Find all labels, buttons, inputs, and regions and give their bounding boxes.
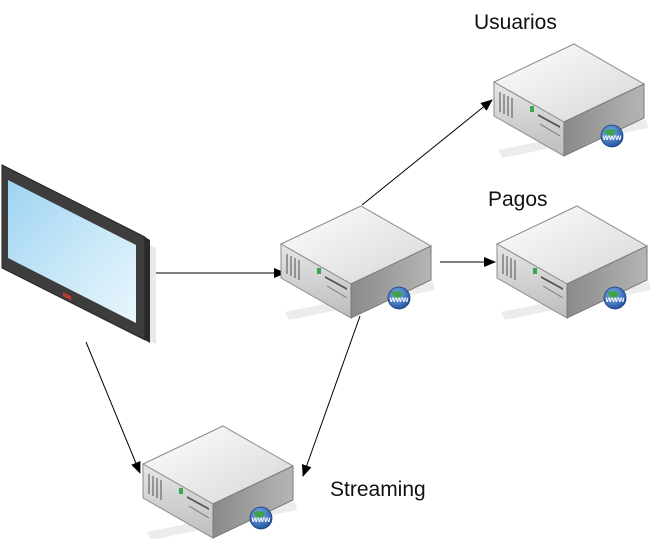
globe-icon: www (387, 286, 411, 310)
edge-monitor-streaming (85, 341, 141, 474)
globe-label: www (251, 515, 271, 524)
streaming-server: www (141, 425, 297, 539)
globe-icon: www (600, 124, 624, 148)
streaming-label: Streaming (330, 478, 426, 501)
gateway-server: www (279, 205, 435, 320)
globe-label: www (602, 133, 622, 142)
usuarios-server: www (492, 43, 648, 158)
globe-icon: www (603, 286, 627, 310)
pagos-label: Pagos (488, 188, 548, 211)
edge-gateway-streaming (301, 315, 361, 477)
usuarios-label: Usuarios (474, 11, 557, 34)
globe-icon: www (249, 506, 273, 530)
pagos-server: www (495, 205, 651, 320)
globe-label: www (605, 295, 625, 304)
monitor-node (1, 164, 156, 344)
globe-label: www (389, 295, 409, 304)
edge-gateway-usuarios (361, 99, 493, 206)
